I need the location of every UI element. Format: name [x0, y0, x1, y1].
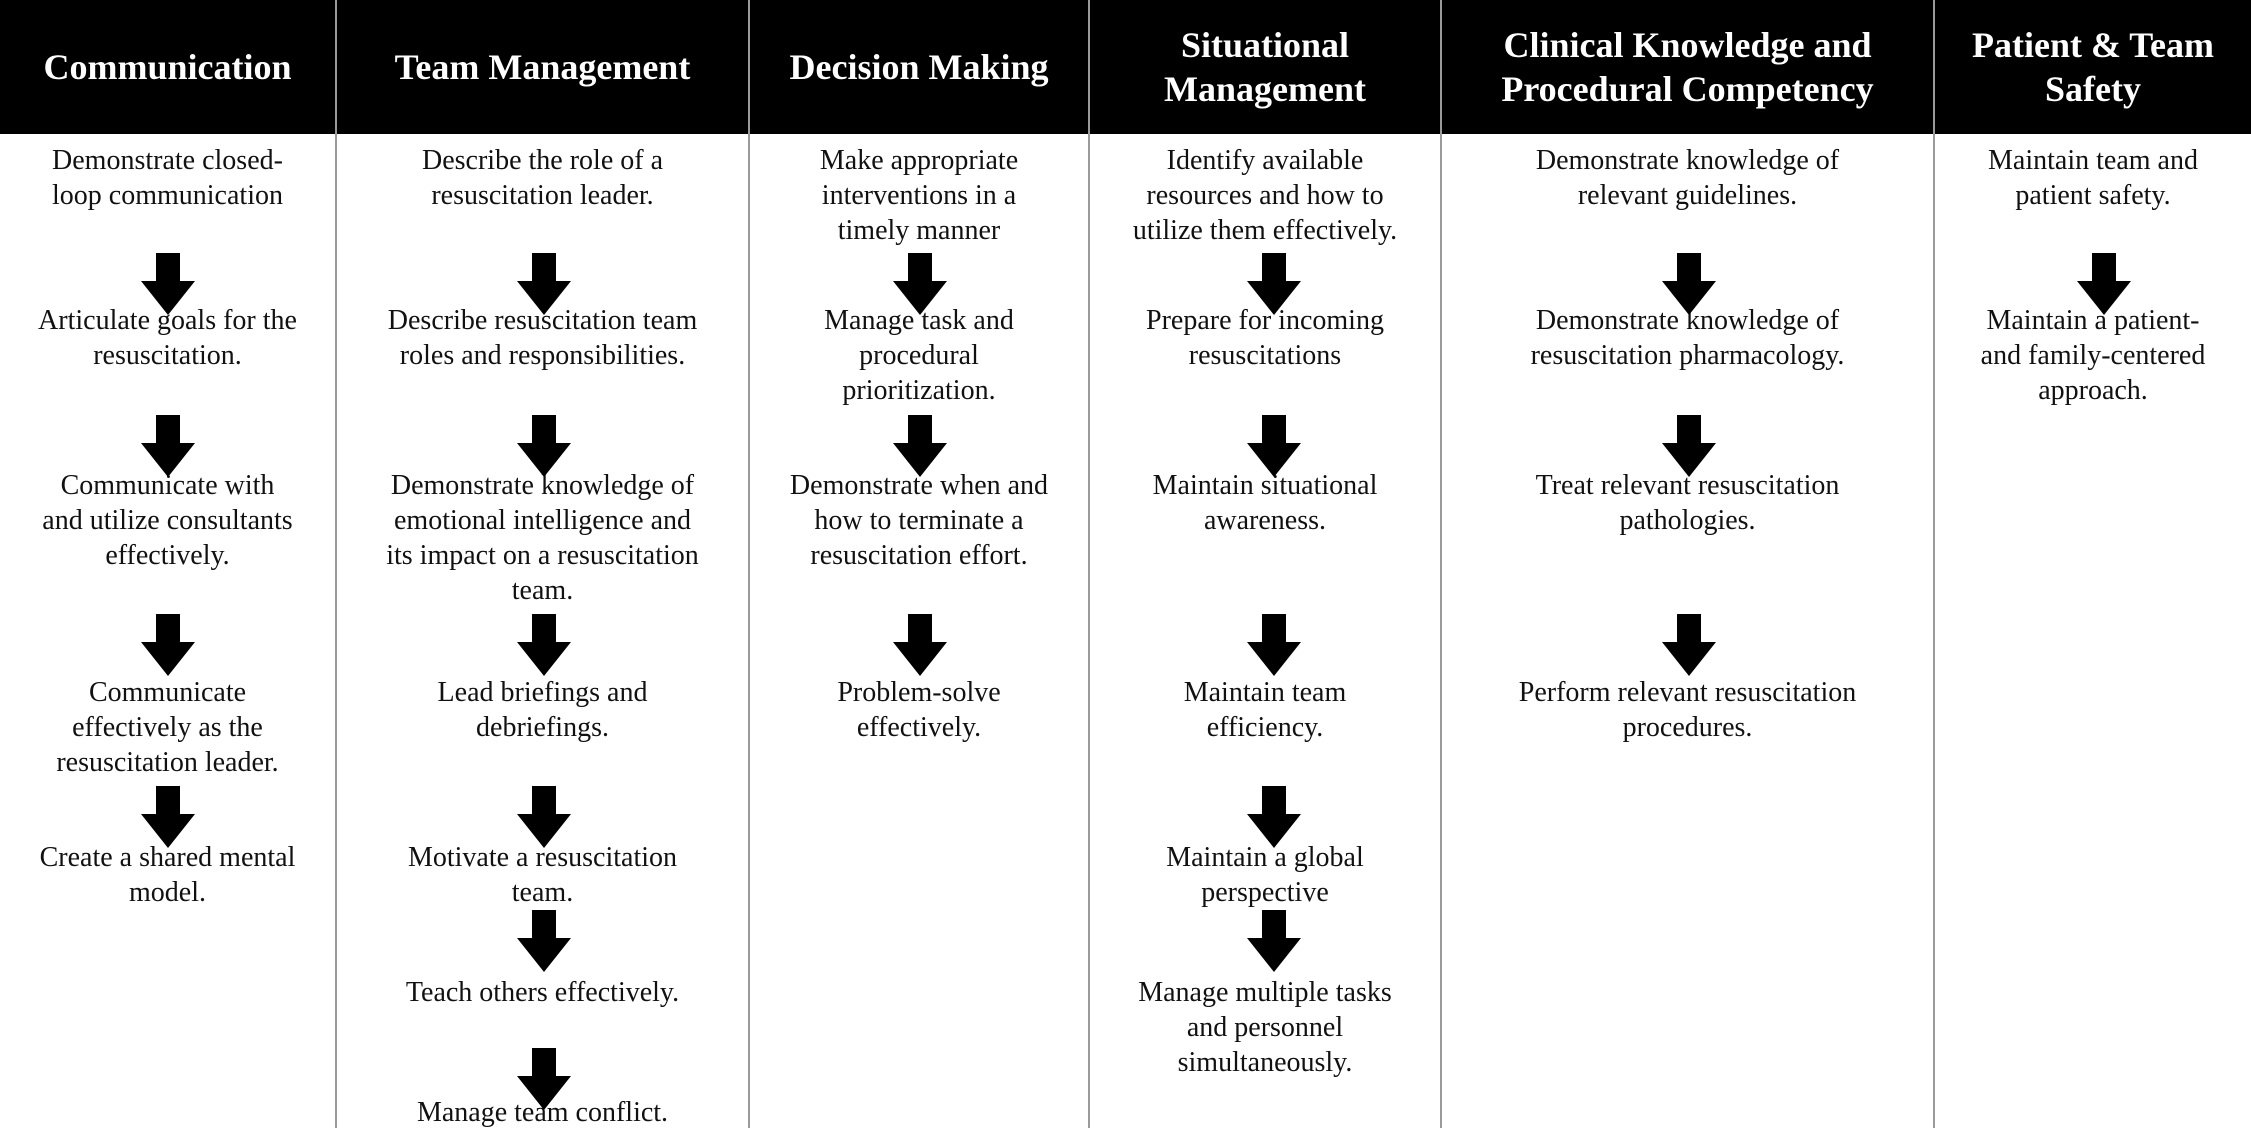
competency-item: Demonstrate knowledge of relevant guidel… [1535, 145, 1840, 211]
down-arrow-icon [2077, 253, 2131, 315]
column-header: Decision Making [750, 0, 1088, 134]
down-arrow-icon [516, 786, 571, 848]
competency-item: Communicate effectively as the resuscita… [56, 677, 279, 778]
column-header: Communication [0, 0, 335, 134]
competency-item: Motivate a resuscitation team. [407, 842, 678, 908]
down-arrow-icon [1661, 253, 1716, 315]
down-arrow-icon [140, 786, 195, 848]
down-arrow-icon [140, 253, 195, 315]
down-arrow-icon [1247, 415, 1301, 477]
competency-item: Lead briefings and debriefings. [437, 677, 648, 743]
competency-item: Communicate with and utilize consultants… [42, 470, 293, 571]
down-arrow-icon [1661, 415, 1716, 477]
down-arrow-icon [140, 415, 195, 477]
column-header: Patient & Team Safety [1935, 0, 2251, 134]
column-header: Clinical Knowledge and Procedural Compet… [1442, 0, 1933, 134]
competency-item: Manage task and procedural prioritizatio… [824, 305, 1014, 406]
down-arrow-icon [893, 415, 947, 477]
competency-item: Treat relevant resuscitation pathologies… [1535, 470, 1840, 536]
competency-item: Problem-solve effectively. [837, 677, 1001, 743]
competency-item: Maintain a global perspective [1166, 842, 1364, 908]
competency-item: Perform relevant resuscitation procedure… [1518, 677, 1857, 743]
competency-item: Manage team conflict. [416, 1097, 669, 1128]
competency-item: Articulate goals for the resuscitation. [38, 305, 297, 371]
competency-item: Make appropriate interventions in a time… [819, 145, 1019, 246]
column-clinical-knowledge: Clinical Knowledge and Procedural Compet… [1440, 0, 1933, 1128]
competency-item: Demonstrate knowledge of emotional intel… [386, 470, 699, 606]
competency-item: Demonstrate closed- loop communication [52, 145, 283, 211]
competency-item: Demonstrate knowledge of resuscitation p… [1530, 305, 1845, 371]
competency-item: Maintain a patient- and family-centered … [1980, 305, 2206, 406]
down-arrow-icon [1247, 910, 1301, 972]
competency-item: Identify available resources and how to … [1132, 145, 1398, 246]
competency-item: Maintain situational awareness. [1152, 470, 1378, 536]
competency-item: Maintain team and patient safety. [1988, 145, 2198, 211]
down-arrow-icon [516, 910, 571, 972]
competency-item: Teach others effectively. [405, 977, 680, 1008]
down-arrow-icon [516, 415, 571, 477]
down-arrow-icon [516, 1048, 571, 1110]
down-arrow-icon [893, 614, 947, 676]
competency-item: Describe the role of a resuscitation lea… [422, 145, 663, 211]
down-arrow-icon [516, 253, 571, 315]
down-arrow-icon [1247, 786, 1301, 848]
competency-item: Create a shared mental model. [39, 842, 296, 908]
down-arrow-icon [1247, 614, 1301, 676]
competency-item: Maintain team efficiency. [1183, 677, 1347, 743]
down-arrow-icon [1661, 614, 1716, 676]
column-header: Situational Management [1090, 0, 1440, 134]
competency-item: Describe resuscitation team roles and re… [387, 305, 698, 371]
competency-item: Prepare for incoming resuscitations [1146, 305, 1384, 371]
down-arrow-icon [893, 253, 947, 315]
down-arrow-icon [140, 614, 195, 676]
down-arrow-icon [516, 614, 571, 676]
down-arrow-icon [1247, 253, 1301, 315]
competency-item: Manage multiple tasks and personnel simu… [1138, 977, 1392, 1078]
column-header: Team Management [337, 0, 748, 134]
competency-item: Demonstrate when and how to terminate a … [789, 470, 1049, 571]
